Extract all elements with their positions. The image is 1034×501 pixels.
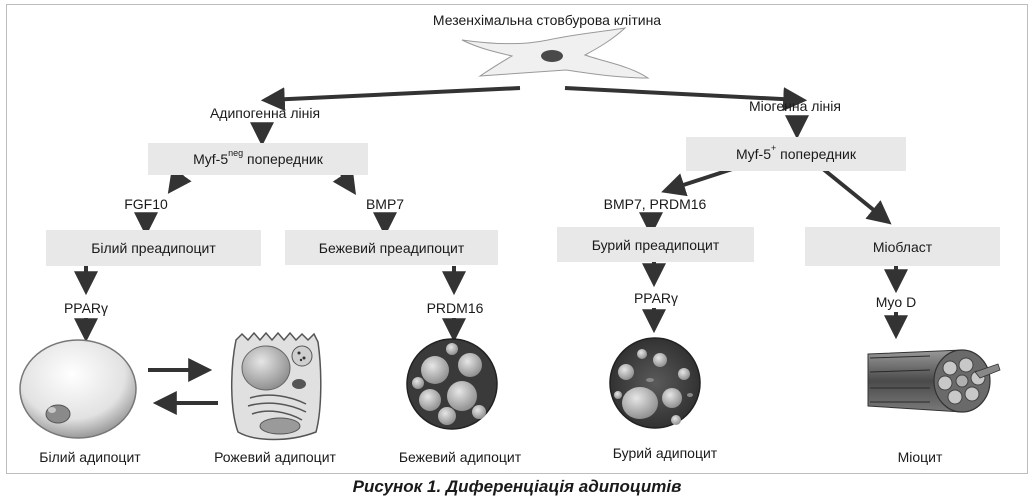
pink-adipocyte-image [231,331,322,441]
myogenic-line-label: Міогенна лінія [749,98,841,114]
myf5neg-superscript: neg [228,148,244,158]
beige-adipocyte-image [406,338,498,430]
ppar-right-label: PPARγ [633,290,679,306]
myf5pos-rest: попередник [776,146,856,162]
myf5pos-base: Myf-5 [736,146,771,162]
ppar-left-label: PPARγ [63,300,109,316]
bmp7-label: BMP7 [365,196,405,212]
arrow-myf5neg-to-bmp7 [332,168,356,195]
brown-adipocyte-image [609,337,701,429]
myocyte-label: Міоцит [897,449,943,465]
top-cell-label: Мезенхімальна стовбурова клітина [432,12,662,28]
myf5pos-superscript: + [771,143,777,153]
arrow-msc-to-myogenic [564,86,808,112]
white-preadipocyte-box: Білий преадипоцит [46,230,261,266]
brown-adipocyte-label: Бурий адипоцит [612,445,718,461]
beige-adipocyte-label: Бежевий адипоцит [398,449,522,465]
myod-label: Myo D [875,294,917,310]
prdm16-label: PRDM16 [426,300,484,316]
myocyte-image [867,349,1001,413]
pink-adipocyte-label: Рожевий адипоцит [214,449,336,465]
arrow-myf5neg-to-fgf10 [167,167,192,194]
mesenchymal-stem-cell-image [461,27,650,79]
beige-preadipocyte-box: Бежевий преадипоцит [285,230,498,265]
white-adipocyte-label: Білий адипоцит [39,449,141,465]
fgf10-label: FGF10 [124,196,168,212]
myf5pos-precursor-box: Myf-5+ попередник [686,137,906,171]
myf5neg-rest: попередник [243,151,323,167]
brown-preadipocyte-label: Бурий преадипоцит [591,236,720,253]
myoblast-label: Міобласт [872,238,933,255]
white-preadipocyte-label: Білий преадипоцит [91,240,216,256]
beige-preadipocyte-label: Бежевий преадипоцит [318,239,465,256]
white-adipocyte-image [19,339,137,439]
myf5neg-base: Myf-5 [193,151,229,167]
bmp7-prdm16-label: BMP7, PRDM16 [603,196,707,212]
arrow-msc-to-adipogenic [260,86,521,112]
myoblast-box: Міобласт [805,227,1000,266]
brown-preadipocyte-box: Бурий преадипоцит [557,227,754,262]
figure-caption: Рисунок 1. Диференціація адипоцитів [352,477,682,496]
adipogenic-line-label: Адипогенна лінія [209,105,321,121]
